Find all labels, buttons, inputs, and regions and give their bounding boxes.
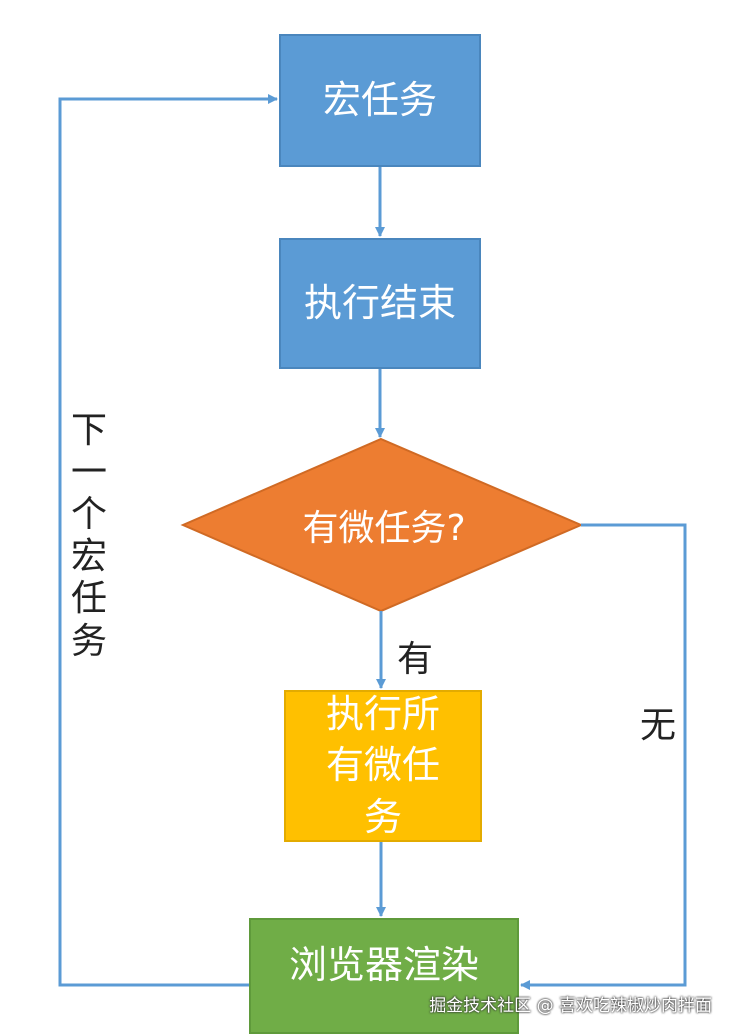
macro-task-label: 宏任务 (322, 77, 437, 122)
arrow-render-to-macro (58, 94, 278, 987)
exec-done-label: 执行结束 (303, 280, 456, 325)
watermark: 掘金技术社区 @ 喜欢吃辣椒炒肉拌面 (429, 996, 712, 1016)
macro-task-box: 宏任务 (279, 34, 481, 167)
no-label: 无 (640, 705, 677, 746)
has-micro-label: 有微任务? (302, 508, 466, 549)
browser-render-box: 浏览器渲染 (249, 918, 519, 1034)
exec-all-micro-box: 执行所有微任务 (284, 690, 482, 842)
exec-done-box: 执行结束 (279, 238, 481, 369)
yes-label: 有 (397, 639, 434, 680)
browser-render-label: 浏览器渲染 (288, 943, 479, 988)
exec-all-micro-label: 执行所有微任务 (325, 692, 440, 839)
next-macro-label: 下一个宏任务 (70, 410, 107, 662)
arrow-no-to-render (520, 523, 687, 990)
